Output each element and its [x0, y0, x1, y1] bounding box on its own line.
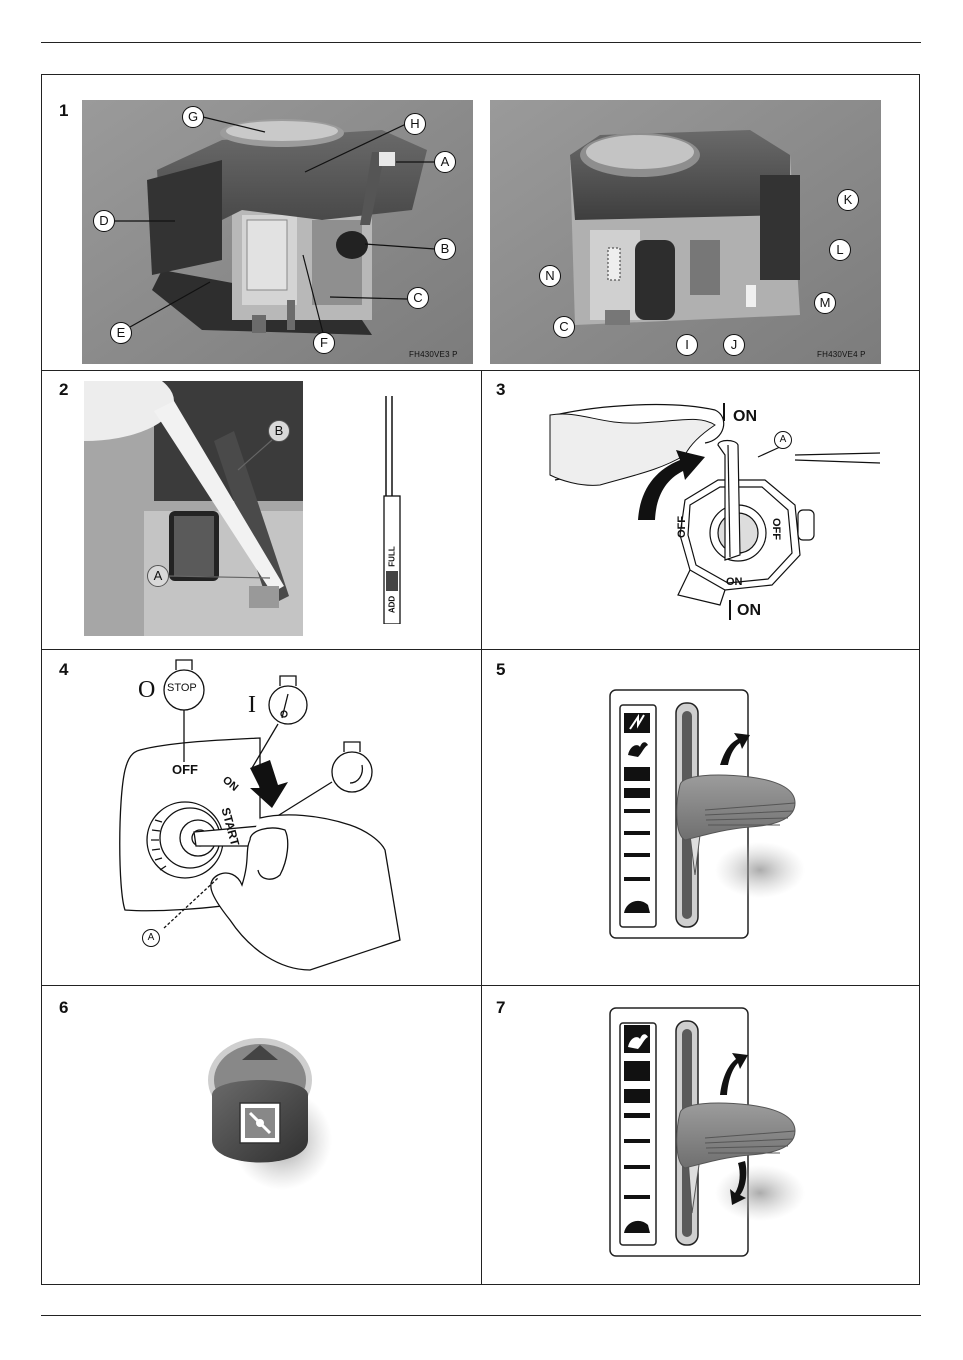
on-ring-label: ON [726, 576, 743, 588]
dipstick-full-label: FULL [388, 542, 397, 572]
off-right-label: OFF [770, 518, 782, 540]
off-left-label: OFF [676, 516, 688, 538]
dipstick-photo [84, 381, 303, 636]
callout-label: M [814, 292, 836, 314]
photo-code: FH430VE4 P [817, 350, 866, 359]
callout-label: C [407, 287, 429, 309]
top-rule [41, 42, 921, 43]
dipstick-gauge: FULL ADD [383, 396, 401, 624]
callout-label: I [676, 334, 698, 356]
panel-number: 5 [496, 660, 505, 680]
off-symbol: O [138, 677, 155, 704]
on-top-label: ON [733, 408, 757, 426]
panel-number: 6 [59, 998, 68, 1018]
photo-code: FH430VE3 P [409, 350, 458, 359]
callout-label: J [723, 334, 745, 356]
callout-label: G [182, 106, 204, 128]
callout-label: B [268, 420, 290, 442]
callout-label: A [147, 565, 169, 587]
stop-label: STOP [167, 682, 197, 694]
fuel-valve-illustration [540, 395, 885, 630]
callout-label: H [404, 113, 426, 135]
choke-button-illustration [200, 1035, 340, 1195]
panel-number: 1 [59, 101, 68, 121]
callout-label: N [539, 265, 561, 287]
callout-label: A [142, 929, 160, 947]
throttle-lever-choke [600, 685, 820, 945]
grid-divider [481, 370, 482, 1285]
bottom-rule [41, 1315, 921, 1316]
throttle-lever-fast-slow [600, 1003, 820, 1263]
callout-label: K [837, 189, 859, 211]
engine-photo-left: FH430VE3 P [82, 100, 473, 364]
callout-label: D [93, 210, 115, 232]
callout-label: B [434, 238, 456, 260]
engine-photo-right: FH430VE4 P [490, 100, 881, 364]
panel-number: 7 [496, 998, 505, 1018]
panel-number: 2 [59, 380, 68, 400]
panel-number: 3 [496, 380, 505, 400]
callout-label: F [313, 332, 335, 354]
callout-label: A [774, 431, 792, 449]
off-label: OFF [172, 762, 198, 777]
panel-number: 4 [59, 660, 68, 680]
callout-label: A [434, 151, 456, 173]
callout-label: L [829, 239, 851, 261]
callout-label: C [553, 316, 575, 338]
dipstick-add-label: ADD [388, 590, 397, 620]
on-symbol: I [248, 692, 256, 719]
callout-label: E [110, 322, 132, 344]
on-bottom-label: ON [737, 602, 761, 620]
